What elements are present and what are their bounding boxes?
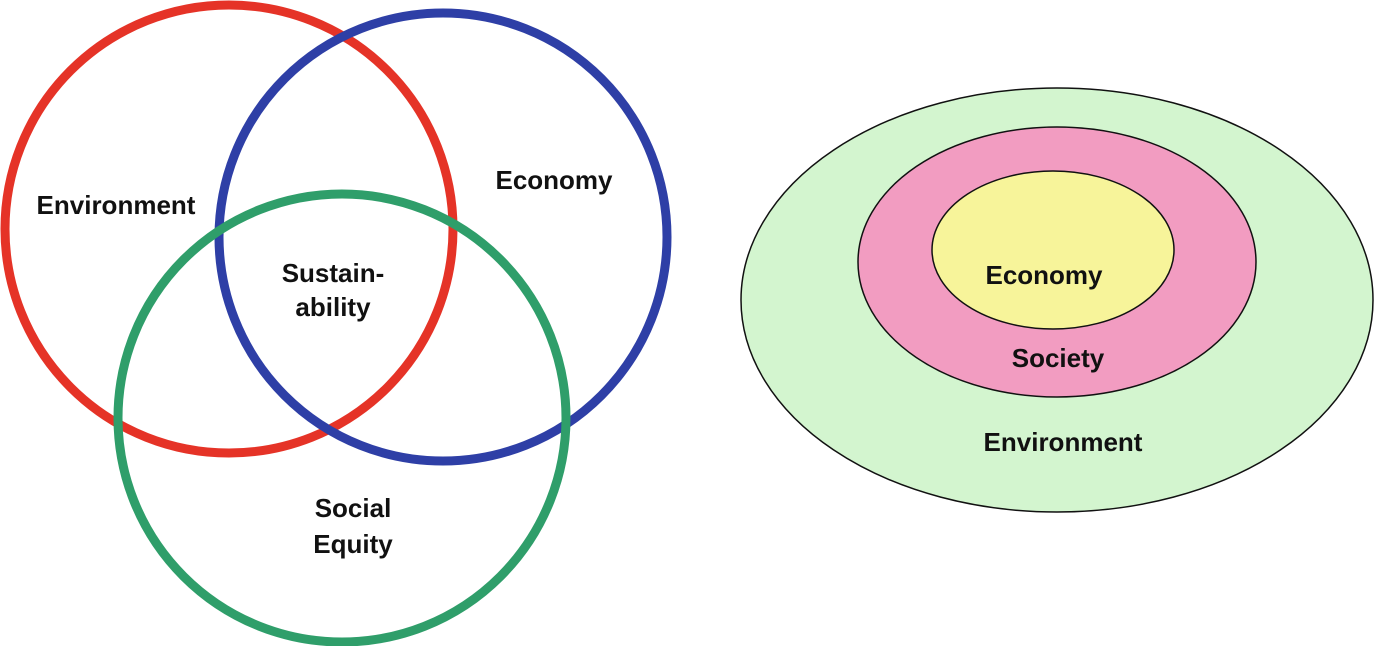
venn-label-sustainability-line2: ability [295,292,371,322]
nested-layer-economy [931,170,1175,330]
nested-label-economy: Economy [985,260,1103,290]
nested-label-society: Society [1012,343,1105,373]
venn-label-environment: Environment [37,190,196,220]
venn-circle-economy [214,8,672,466]
venn-label-sustainability-line1: Sustain- [282,258,385,288]
venn-label-economy: Economy [495,165,613,195]
nested-diagram: Economy Society Environment [740,87,1374,513]
nested-label-environment: Environment [984,427,1143,457]
venn-diagram: Environment Economy Sustain- ability Soc… [0,0,672,646]
venn-circle-environment [0,0,458,458]
venn-label-social-line2: Equity [313,529,393,559]
venn-circle-social-equity [113,189,571,646]
venn-label-social-line1: Social [315,493,392,523]
